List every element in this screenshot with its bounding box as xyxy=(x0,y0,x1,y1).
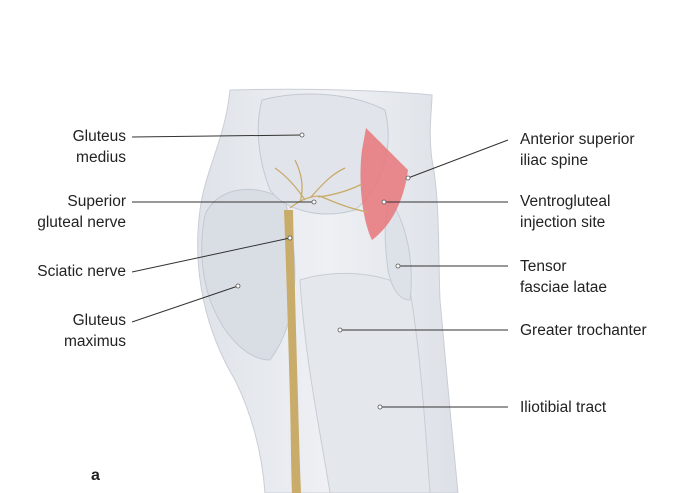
dot-asis xyxy=(406,176,410,180)
label-gluteus-maximus: Gluteus maximus xyxy=(64,310,126,352)
label-line: Tensor xyxy=(520,256,607,277)
label-line: Gluteus xyxy=(73,126,126,147)
label-line: injection site xyxy=(520,212,611,233)
label-superior-gluteal-nerve: Superior gluteal nerve xyxy=(37,191,126,233)
label-ventrogluteal: Ventrogluteal injection site xyxy=(520,191,611,233)
label-line: Gluteus xyxy=(64,310,126,331)
dot-gluteus-maximus xyxy=(236,284,240,288)
label-line: Anterior superior xyxy=(520,129,635,150)
dot-iliotibial-tract xyxy=(378,405,382,409)
dot-gluteus-medius xyxy=(300,133,304,137)
label-line: gluteal nerve xyxy=(37,212,126,233)
panel-letter: a xyxy=(91,467,100,485)
label-gluteus-medius: Gluteus medius xyxy=(73,126,126,168)
label-line: medius xyxy=(73,147,126,168)
dot-ventrogluteal xyxy=(382,200,386,204)
dot-sciatic-nerve xyxy=(288,236,292,240)
label-iliotibial-tract: Iliotibial tract xyxy=(520,397,606,418)
label-tensor: Tensor fasciae latae xyxy=(520,256,607,298)
dot-superior-gluteal-nerve xyxy=(312,200,316,204)
label-line: Sciatic nerve xyxy=(37,261,126,282)
label-line: Superior xyxy=(37,191,126,212)
label-line: Greater trochanter xyxy=(520,320,647,341)
dot-greater-trochanter xyxy=(338,328,342,332)
label-line: Ventrogluteal xyxy=(520,191,611,212)
label-greater-trochanter: Greater trochanter xyxy=(520,320,647,341)
label-sciatic-nerve: Sciatic nerve xyxy=(37,261,126,282)
label-line: maximus xyxy=(64,331,126,352)
label-asis: Anterior superior iliac spine xyxy=(520,129,635,171)
dot-tensor xyxy=(396,264,400,268)
label-line: iliac spine xyxy=(520,150,635,171)
label-line: Iliotibial tract xyxy=(520,397,606,418)
label-line: fasciae latae xyxy=(520,277,607,298)
